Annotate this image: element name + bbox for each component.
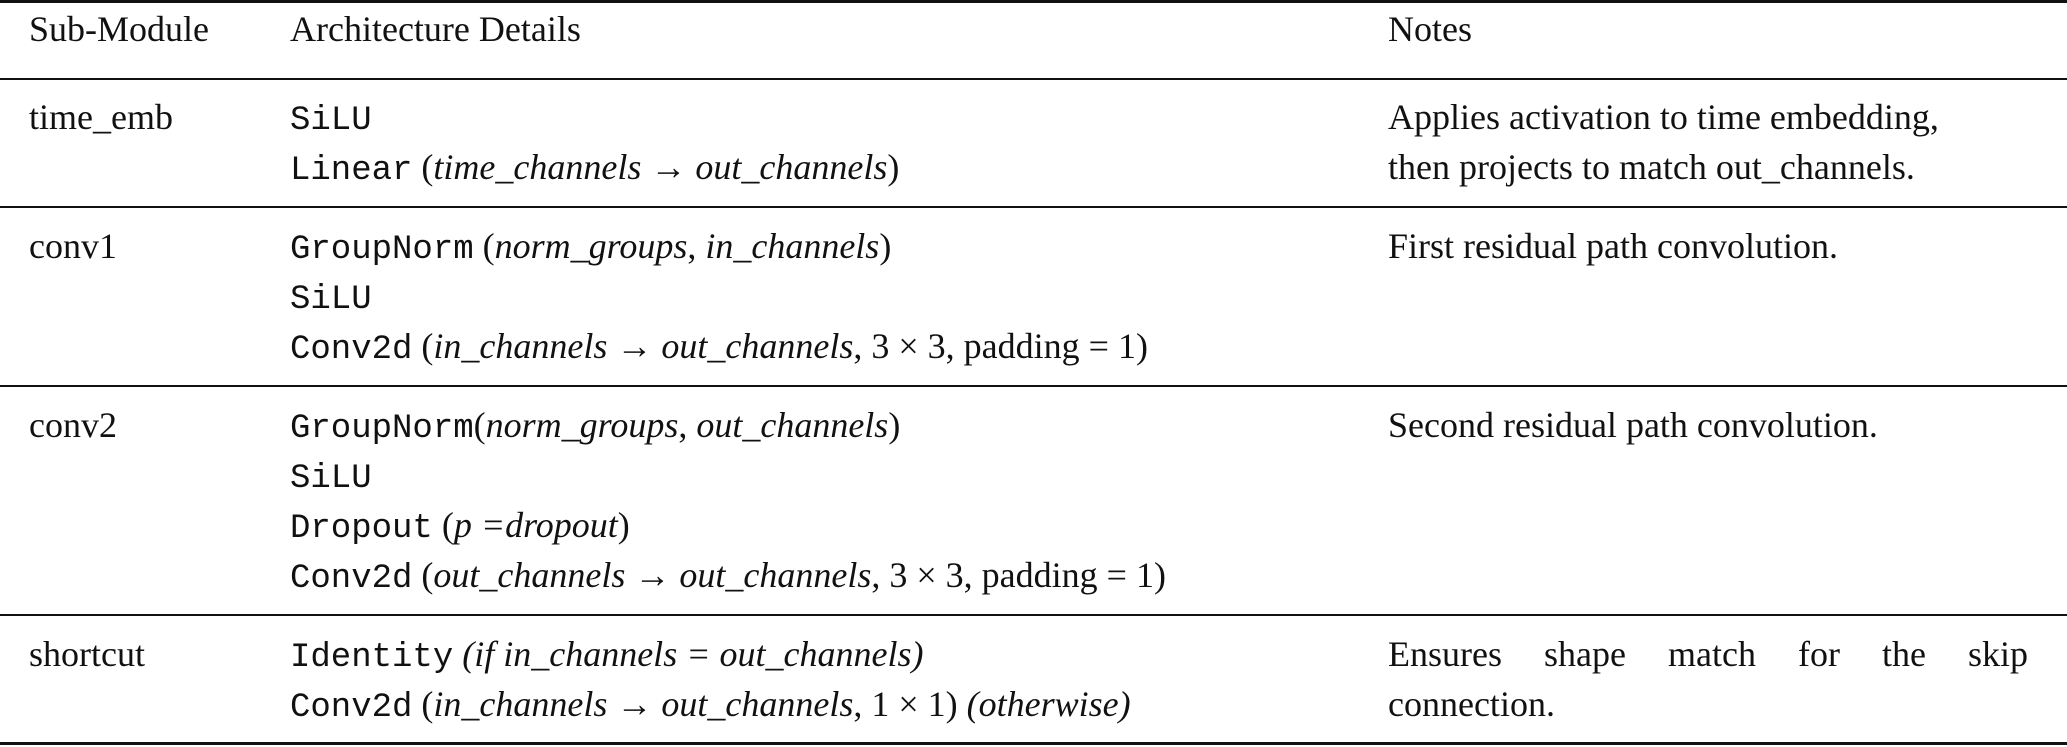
header-architecture: Architecture Details: [290, 9, 581, 49]
row-name-shortcut: shortcut: [29, 634, 145, 674]
row-notes-time-emb: Applies activation to time embedding, th…: [1388, 97, 1939, 187]
row-rule: [0, 206, 2067, 208]
header-rule: [0, 78, 2067, 80]
row-name-conv1: conv1: [29, 226, 117, 266]
row-arch-conv2: GroupNorm(norm_groups, out_channels) SiL…: [290, 405, 1166, 598]
header-submodule: Sub-Module: [29, 9, 209, 49]
row-arch-conv1: GroupNorm (norm_groups, in_channels) SiL…: [290, 226, 1148, 369]
row-name-conv2: conv2: [29, 405, 117, 445]
top-rule: [0, 0, 2067, 3]
row-name-time-emb: time_emb: [29, 97, 173, 137]
row-arch-time-emb: SiLU Linear (time_channels → out_channel…: [290, 102, 900, 190]
row-rule: [0, 385, 2067, 387]
bottom-rule: [0, 742, 2067, 745]
row-notes-conv1: First residual path convolution.: [1388, 226, 1838, 266]
header-notes: Notes: [1388, 9, 1472, 49]
row-notes-shortcut: Ensures shape match for the skip connect…: [1388, 634, 2028, 724]
row-notes-conv2: Second residual path convolution.: [1388, 405, 1878, 445]
row-arch-shortcut: Identity (if in_channels = out_channels)…: [290, 634, 1131, 727]
row-rule: [0, 614, 2067, 616]
